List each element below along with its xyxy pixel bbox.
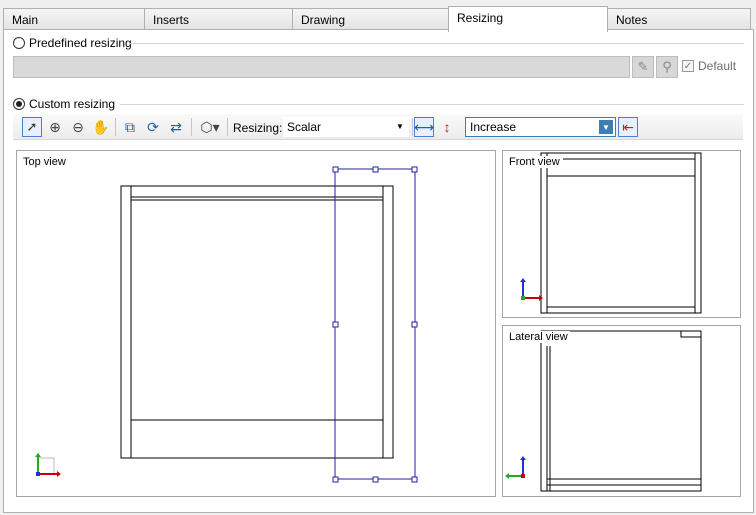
3d-view-dropdown[interactable]: ⬡▾: [196, 117, 224, 137]
chevron-down-icon: ▼: [599, 120, 613, 134]
front-view-panel[interactable]: Front view: [502, 150, 741, 318]
tab-notes[interactable]: Notes: [607, 8, 751, 30]
tab-strip: Main Inserts Drawing Resizing Notes: [0, 0, 756, 32]
radio-button[interactable]: [13, 37, 25, 49]
selection-box: [334, 168, 416, 480]
predefined-resizing-label: Predefined resizing: [29, 36, 132, 50]
tab-main[interactable]: Main: [3, 8, 146, 30]
resize-handle: [332, 166, 339, 173]
tab-drawing[interactable]: Drawing: [292, 8, 449, 30]
resize-handle: [372, 476, 379, 483]
rotate-selection-icon: ⟳: [147, 118, 159, 135]
corner-notch: [680, 331, 701, 338]
tab-label: Main: [12, 13, 39, 27]
cabinet-outline: [540, 330, 702, 492]
axis-gizmo-icon: [505, 456, 526, 479]
resizing-mode-label: Resizing:: [233, 121, 283, 135]
resize-handle: [332, 476, 339, 483]
search-button: ⚲: [656, 56, 678, 78]
radio-button[interactable]: [13, 98, 25, 110]
group-divider: [120, 104, 744, 105]
top-view-label: Top view: [23, 156, 68, 168]
apply-button[interactable]: ⇤: [618, 117, 638, 137]
default-checkbox-row: ✓ Default: [682, 59, 736, 73]
resize-handle: [372, 166, 379, 173]
tab-label: Drawing: [301, 13, 346, 27]
axis-gizmo-icon: [520, 278, 543, 301]
resize-handle: [411, 321, 418, 328]
tab-inserts[interactable]: Inserts: [144, 8, 294, 30]
eraser-icon: ✎: [637, 59, 649, 74]
default-checkbox: ✓: [682, 60, 694, 72]
front-view-canvas[interactable]: [503, 151, 742, 319]
default-label: Default: [698, 59, 737, 73]
binoculars-icon: ⚲: [662, 59, 672, 74]
predefined-resizing-field: [13, 56, 630, 78]
front-view-label: Front view: [509, 156, 562, 168]
resize-handle: [411, 476, 418, 483]
pan-button[interactable]: ✋: [91, 117, 111, 137]
vertical-resize-icon: ↕: [443, 119, 451, 135]
axis-gizmo-icon: [35, 453, 61, 477]
3d-view-icon: ⬡▾: [200, 118, 220, 135]
flip-selection-icon: ⇄: [170, 118, 182, 135]
chevron-down-icon: ▼: [396, 121, 404, 131]
select-tool-button[interactable]: ➚: [22, 117, 42, 137]
top-view-panel[interactable]: Top view: [16, 150, 496, 497]
horizontal-resize-icon: ⟷: [413, 118, 435, 135]
custom-resizing-radio[interactable]: Custom resizing: [13, 97, 115, 111]
move-selection-icon: ⧉: [125, 118, 135, 135]
tab-label: Notes: [616, 13, 648, 27]
resize-handle: [411, 166, 418, 173]
tab-label: Inserts: [153, 13, 190, 27]
toolbar-separator: [115, 118, 116, 136]
zoom-window-icon: ⊕: [49, 118, 61, 135]
group-divider: [130, 43, 744, 44]
toolbar-separator: [191, 118, 192, 136]
select-arrow-icon: ➚: [26, 119, 38, 134]
tab-resizing[interactable]: Resizing: [448, 6, 608, 32]
lateral-view-panel[interactable]: Lateral view: [502, 325, 741, 497]
direction-select[interactable]: Increase ▼: [465, 117, 616, 137]
direction-value: Increase: [470, 120, 517, 134]
resizing-mode-value: Scalar: [287, 120, 322, 134]
rotate-selection-button[interactable]: ⟳: [143, 117, 163, 137]
zoom-icon: ⊖: [72, 118, 84, 135]
zoom-button[interactable]: ⊖: [68, 117, 88, 137]
top-view-canvas[interactable]: [17, 151, 497, 498]
apply-icon: ⇤: [622, 118, 634, 135]
vertical-resize-button[interactable]: ↕: [437, 117, 457, 137]
lateral-view-label: Lateral view: [509, 331, 570, 343]
toolbar-separator: [227, 118, 228, 136]
zoom-window-button[interactable]: ⊕: [45, 117, 65, 137]
cabinet-outline: [120, 185, 394, 459]
move-selection-button[interactable]: ⧉: [120, 117, 140, 137]
cabinet-outline: [540, 152, 702, 314]
selection-handles: [332, 166, 418, 483]
resizing-toolbar: ➚ ⊕ ⊖ ✋ ⧉ ⟳ ⇄ ⬡▾ Resizing: Scalar ▼ ⟷ ↕ …: [13, 114, 743, 140]
horizontal-resize-button[interactable]: ⟷: [414, 117, 434, 137]
flip-selection-button[interactable]: ⇄: [166, 117, 186, 137]
predefined-resizing-radio[interactable]: Predefined resizing: [13, 36, 132, 50]
resizing-mode-select[interactable]: Scalar ▼: [283, 117, 409, 137]
pan-hand-icon: ✋: [92, 118, 110, 135]
toolbar-separator: [412, 118, 413, 136]
lateral-view-canvas[interactable]: [503, 326, 742, 498]
tab-label: Resizing: [457, 11, 504, 25]
custom-resizing-label: Custom resizing: [29, 97, 116, 111]
resize-handle: [332, 321, 339, 328]
edit-button: ✎: [632, 56, 654, 78]
